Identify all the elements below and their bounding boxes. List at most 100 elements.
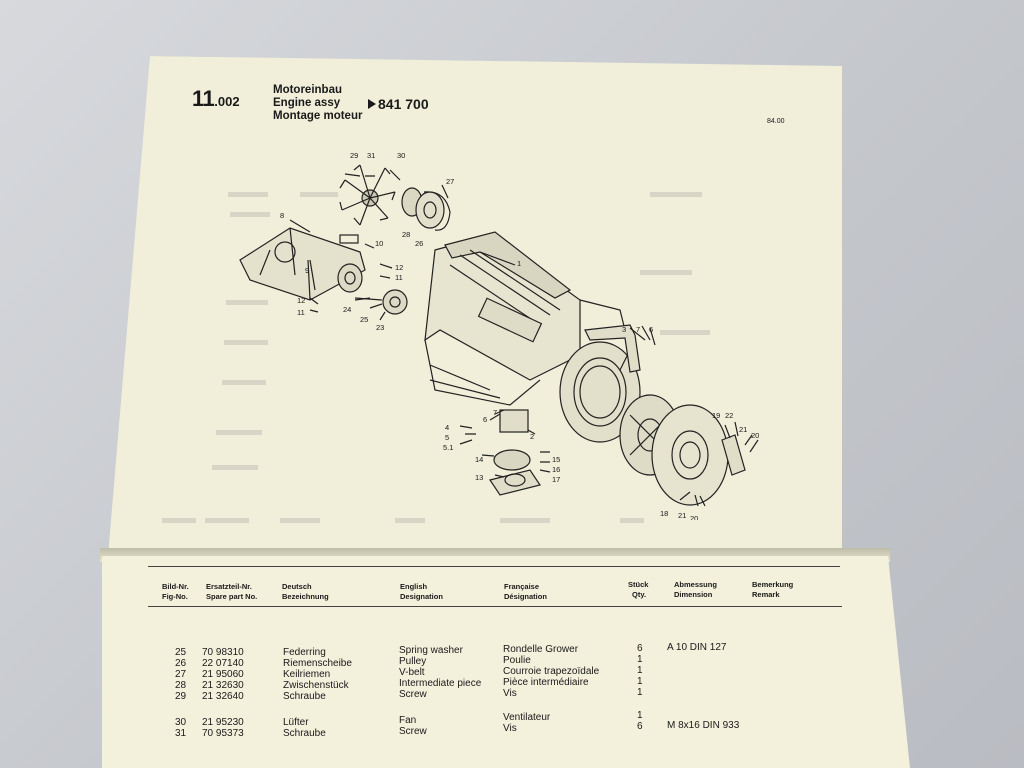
cell-fr: Ventilateur [503, 712, 551, 723]
cell-part: 21 95060 [202, 669, 244, 680]
col-dimension: Abmessung Dimension [674, 580, 717, 600]
callout: 28 [402, 230, 410, 239]
cell-fr: Vis [503, 723, 517, 734]
callout: 18 [660, 509, 668, 518]
callout: 7 [493, 408, 497, 417]
callout: 2 [530, 432, 534, 441]
callout: 26 [415, 239, 423, 248]
cell-de: Zwischenstück [283, 680, 349, 691]
col-francaise-a: Française [504, 582, 540, 591]
cell-part: 70 98310 [202, 647, 244, 658]
callout: 6 [649, 325, 653, 334]
cell-fr: Poulie [503, 655, 531, 666]
cell-fr: Pièce intermédiaire [503, 677, 589, 688]
cell-fig: 31 [175, 728, 187, 739]
bracket-drawing [239, 227, 366, 301]
cell-fr: Courroie trapezoïdale [503, 666, 600, 677]
cell-fig: 29 [175, 691, 187, 702]
cell-part: 70 95373 [202, 728, 244, 739]
callout: 6 [483, 415, 487, 424]
col-dimension-a: Abmessung [674, 580, 717, 589]
cell-part: 21 32630 [202, 680, 244, 691]
fan-drawing [339, 164, 451, 231]
cell-de: Riemenscheibe [283, 658, 352, 669]
cell-en: Pulley [399, 656, 427, 667]
pulley-drawing [337, 263, 408, 315]
callout: 20 [751, 431, 759, 440]
callout: 11 [395, 273, 403, 282]
cell-en: Screw [399, 726, 427, 737]
cell-qty: 6 [637, 643, 643, 654]
callout: 29 [350, 151, 358, 160]
col-qty-b: Qty. [632, 590, 647, 599]
cell-part: 21 95230 [202, 717, 244, 728]
header-rule-top [148, 566, 840, 567]
callout: 8 [280, 211, 284, 220]
col-part-de: Ersatzteil-Nr. [206, 582, 252, 591]
col-francaise-b: Désignation [504, 592, 547, 601]
catalog-page-lower [102, 556, 910, 768]
callout: 31 [367, 151, 375, 160]
callout: 12 [395, 263, 403, 272]
col-remark: Bemerkung Remark [752, 580, 793, 600]
cell-part: 21 32640 [202, 691, 244, 702]
section-sub: .002 [214, 94, 240, 109]
callout: 22 [725, 411, 733, 420]
col-english-a: English [400, 582, 428, 591]
callout: 5.1 [443, 443, 453, 452]
engine-block-drawing [424, 231, 641, 443]
callout: 1 [517, 259, 521, 268]
cell-fr: Vis [503, 688, 517, 699]
callout: 12 [297, 296, 305, 305]
col-qty: Stück Qty. [628, 580, 648, 600]
cell-fig: 30 [175, 717, 187, 728]
cell-dim: M 8x16 DIN 933 [667, 720, 740, 731]
col-qty-a: Stück [628, 580, 649, 589]
col-fig-de: Bild-Nr. [162, 582, 189, 591]
section-number: 11.002 [192, 86, 240, 112]
cell-qty: 1 [637, 687, 643, 698]
callout: 27 [446, 177, 454, 186]
cell-en: Intermediate piece [399, 678, 482, 689]
reference-value: 841 700 [378, 96, 429, 112]
cell-fig: 27 [175, 669, 187, 680]
callout-labels: 29 31 30 27 8 10 1 12 11 9 28 26 24 25 2… [280, 151, 759, 520]
col-deutsch-b: Bezeichnung [282, 592, 329, 601]
title-de: Motoreinbau [273, 84, 342, 96]
cell-en: V-belt [399, 667, 425, 678]
callout: 14 [475, 455, 483, 464]
col-fig-en: Fig-No. [162, 592, 188, 601]
print-date: 84.00 [767, 118, 785, 125]
callout: 9 [305, 266, 309, 275]
col-remark-b: Remark [752, 590, 780, 599]
callout: 21 [678, 511, 686, 520]
engine-mount-drawing [489, 409, 541, 496]
callout: 13 [475, 473, 483, 482]
cell-qty: 1 [637, 710, 643, 721]
callout: 19 [712, 411, 720, 420]
callout: 17 [552, 475, 560, 484]
cell-qty: 1 [637, 665, 643, 676]
col-english: English Designation [400, 582, 443, 602]
col-fig: Bild-Nr. Fig-No. [162, 582, 189, 602]
callout: 10 [375, 239, 383, 248]
callout: 15 [552, 455, 560, 464]
cell-fig: 26 [175, 658, 187, 669]
cell-fig: 28 [175, 680, 187, 691]
cell-fr: Rondelle Grower [503, 644, 579, 655]
callout: 30 [397, 151, 405, 160]
cell-de: Schraube [283, 728, 326, 739]
callout: 21 [739, 425, 747, 434]
cell-en: Spring washer [399, 645, 463, 656]
callout: 24 [343, 305, 351, 314]
cell-de: Federring [283, 647, 326, 658]
title-en: Engine assy [273, 97, 341, 109]
callout: 25 [360, 315, 368, 324]
callout: 16 [552, 465, 560, 474]
col-part: Ersatzteil-Nr. Spare part No. [206, 582, 257, 602]
callout: 20 [690, 514, 698, 520]
cell-dim: A 10 DIN 127 [667, 642, 727, 653]
cell-qty: 6 [637, 721, 643, 732]
col-part-en: Spare part No. [206, 592, 258, 601]
cell-qty: 1 [637, 654, 643, 665]
